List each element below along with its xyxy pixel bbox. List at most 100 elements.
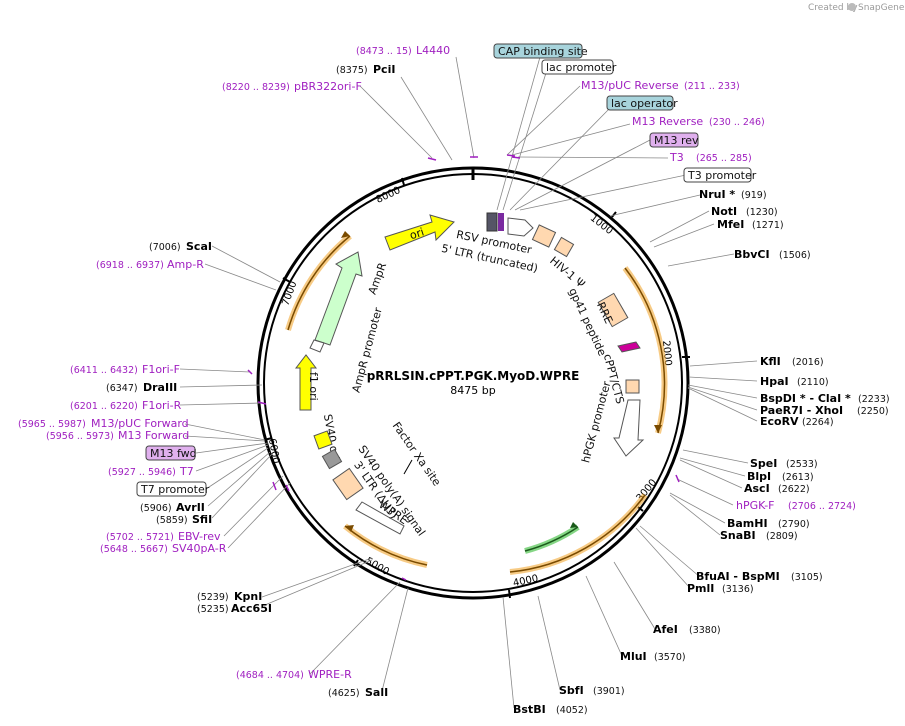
primer-sv40pa-name: SV40pA-R [172, 542, 227, 555]
site-bspdi-pos: (2233) [858, 394, 890, 405]
site-kfli-name: KflI [760, 355, 781, 368]
primer-m13-reverse-name: M13 Reverse [632, 115, 703, 128]
site-avrii-pos: (5906) [140, 503, 172, 514]
m13-feature [498, 213, 504, 231]
factor-xa-line [403, 459, 413, 475]
site-pcii-name: PciI [373, 63, 395, 76]
site-hpai-pos: (2110) [797, 377, 829, 388]
primer-f1ori-f-pos: (6411 .. 6432) [70, 365, 138, 376]
site-asci-pos: (2622) [778, 484, 810, 495]
rre-feature [597, 292, 629, 328]
site-afei-name: AfeI [653, 623, 678, 636]
primer-ampr-name: Amp-R [167, 258, 204, 271]
lac-features-stack [486, 212, 498, 232]
site-snabi-pos: (2809) [766, 531, 798, 542]
primer-m13puc-rev-pos: (211 .. 233) [684, 81, 740, 92]
site-avrii-name: AvrII [176, 501, 205, 514]
primer-m13puc-fwd-pos: (5965 .. 5987) [18, 419, 86, 430]
site-mfei-name: MfeI [717, 218, 744, 231]
map-length: 8475 bp [450, 384, 495, 397]
site-sfii-pos: (5859) [156, 515, 188, 526]
lac-operator-box [606, 95, 674, 111]
site-sfii-name: SfiI [192, 513, 212, 526]
primer-t3-name: T3 [669, 151, 684, 164]
site-acc65i-name: Acc65I [231, 602, 272, 615]
primer-f1ori-f-name: F1ori-F [142, 363, 180, 376]
cppt-feature [625, 379, 640, 394]
site-bspdi-name: BspDI * - ClaI * [760, 392, 851, 405]
factor-xa-label: Factor Xa site [390, 420, 444, 489]
primer-t7-pos: (5927 .. 5946) [108, 467, 176, 478]
site-bfuai-pos: (3105) [791, 572, 823, 583]
site-spei-name: SpeI [750, 457, 777, 470]
cap-binding-site-label: CAP binding site [498, 45, 588, 58]
snapgene-brand: SnapGene [858, 3, 905, 13]
site-blpi-name: BlpI [747, 470, 771, 483]
ltr5-feature [531, 224, 557, 248]
leader-lines [179, 56, 758, 709]
primer-pbr322-pos: (8220 .. 8239) [222, 82, 290, 93]
site-acc65i-pos: (5235) [197, 604, 229, 615]
psi-feature [553, 236, 575, 258]
site-asci-name: AscI [744, 482, 770, 495]
cap-binding-site-box [493, 43, 583, 59]
site-bamhi-name: BamHI [727, 517, 768, 530]
site-spei-pos: (2533) [786, 459, 818, 470]
created-by-text: Created by [808, 3, 858, 13]
primer-t3-pos: (265 .. 285) [696, 153, 752, 164]
gp41-feature [617, 341, 641, 353]
site-pmli-name: PmlI [687, 582, 714, 595]
primer-pbr322-name: pBR322ori-F [294, 80, 362, 93]
ampr-feature [314, 251, 363, 346]
boxed-labels: CAP binding site lac promoter lac operat… [136, 43, 757, 497]
site-bamhi-pos: (2790) [778, 519, 810, 530]
ori-label: ori [408, 225, 426, 242]
ori-feature [384, 214, 455, 251]
ampr-label: AmpR [366, 261, 390, 297]
orf-arcs [285, 231, 668, 575]
site-bbvci-name: BbvCI [734, 248, 770, 261]
sv40-feature [313, 430, 333, 450]
m13-rev-label: M13 rev [654, 134, 699, 147]
t7-promoter-label: T7 promoter [140, 483, 210, 496]
primer-hpgk-pos: (2706 .. 2724) [788, 501, 856, 512]
primer-l4440-name: L4440 [416, 44, 450, 57]
site-sali-name: SalI [365, 686, 388, 699]
tick-6000: 6000 [266, 438, 281, 465]
primer-sv40pa-pos: (5648 .. 5667) [100, 544, 168, 555]
site-kpni-name: KpnI [234, 590, 262, 603]
primer-ebv-pos: (5702 .. 5721) [106, 532, 174, 543]
site-draiii-name: DraIII [143, 381, 177, 394]
site-bbvci-pos: (1506) [779, 250, 811, 261]
primer-f1ori-r-pos: (6201 .. 6220) [70, 401, 138, 412]
primer-hpgk-name: hPGK-F [736, 499, 774, 512]
sv40-polya-feature [321, 448, 343, 470]
primer-labels: (8473 .. 15) L4440 (8220 .. 8239) pBR322… [18, 44, 856, 681]
site-sbfi-name: SbfI [559, 684, 584, 697]
primer-wpre-name: WPRE-R [308, 668, 352, 681]
ltr3-feature [332, 467, 364, 501]
site-nrui-pos: (919) [741, 190, 767, 201]
site-scai-pos: (7006) [149, 242, 181, 253]
primer-wpre-pos: (4684 .. 4704) [236, 670, 304, 681]
map-title: pRRLSIN.cPPT.PGK.MyoD.WPRE [367, 369, 580, 383]
f1-ori-feature [294, 354, 318, 411]
t3-promoter-box [683, 167, 752, 183]
site-blpi-pos: (2613) [782, 472, 814, 483]
site-draiii-pos: (6347) [106, 383, 138, 394]
site-pmli-pos: (3136) [722, 584, 754, 595]
site-pcii-pos: (8375) [336, 65, 368, 76]
site-kpni-pos: (5239) [197, 592, 229, 603]
primer-m13-reverse-pos: (230 .. 246) [709, 117, 765, 128]
primer-ebv-name: EBV-rev [178, 530, 221, 543]
site-mlui-name: MluI [620, 650, 647, 663]
primer-m13puc-fwd-name: M13/pUC Forward [91, 417, 189, 430]
site-sbfi-pos: (3901) [593, 686, 625, 697]
site-noti-pos: (1230) [746, 207, 778, 218]
primer-t7-name: T7 [179, 465, 194, 478]
site-hpai-name: HpaI [760, 375, 789, 388]
site-ecorv-name: EcoRV [760, 415, 799, 428]
site-bfuai-name: BfuAI - BspMI [696, 570, 780, 583]
rsv-feature [507, 217, 534, 237]
m13-rev-box [649, 132, 699, 148]
